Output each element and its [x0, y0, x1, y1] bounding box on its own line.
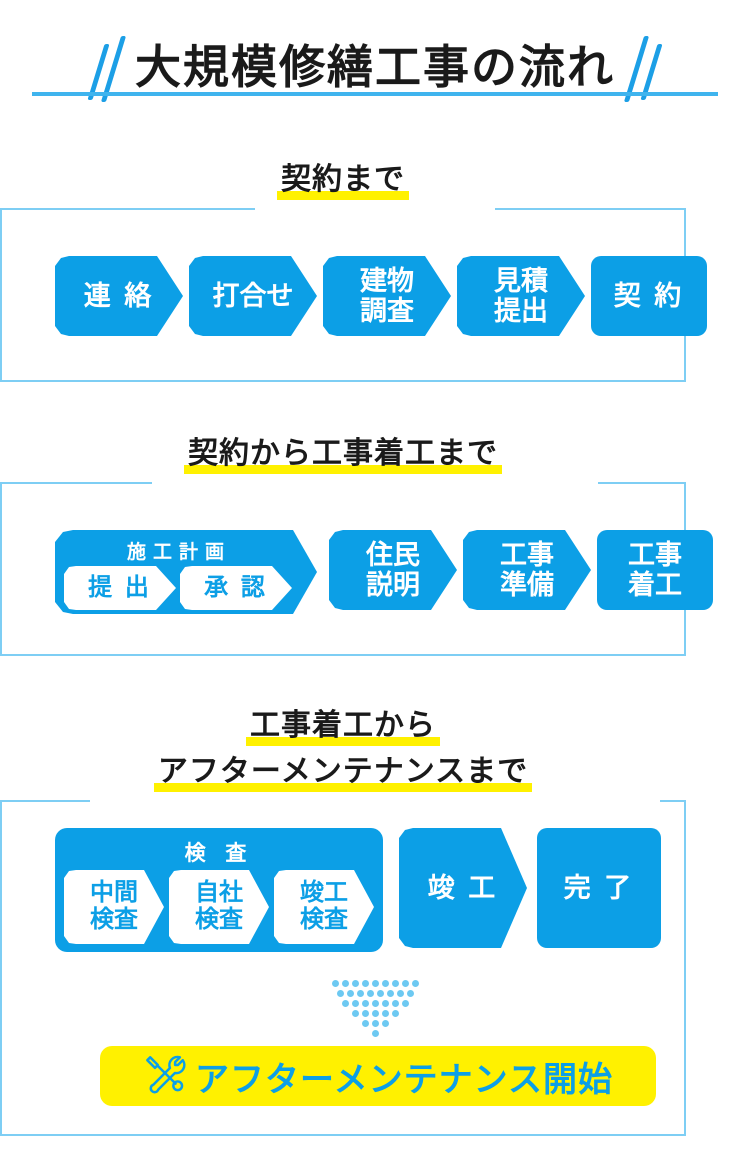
step-chip-kouji-junbi[interactable]: 工事 準備: [463, 530, 591, 610]
section-2-heading: 契約から工事着工まで: [0, 434, 686, 474]
step-chip-kanryou[interactable]: 完 了: [537, 828, 661, 948]
dot-row: [285, 1008, 465, 1018]
step-chip-keiyaku[interactable]: 契 約: [591, 256, 707, 336]
step-chip-kouji-chakkou[interactable]: 工事 着工: [597, 530, 713, 610]
wrench-screwdriver-icon: [143, 1053, 189, 1099]
section-3-heading-mask: [90, 797, 660, 803]
after-maintenance-banner[interactable]: アフターメンテナンス開始: [100, 1046, 656, 1106]
page-title-block: 大規模修繕工事の流れ: [0, 28, 750, 128]
dot-row: [285, 998, 465, 1008]
section-1-flow: 連 絡 打合せ 建物 調査 見積 提出 契 約: [55, 256, 707, 336]
group-title-kensa: 検 査: [184, 842, 254, 865]
group-kensa: 検 査 中間 検査 自社 検査 竣工 検査: [55, 828, 383, 952]
section-3-heading-line-2: アフターメンテナンスまで: [0, 752, 686, 792]
step-chip-shunkou[interactable]: 竣 工: [399, 828, 527, 948]
step-chip-juumin-setsumei[interactable]: 住民 説明: [329, 530, 457, 610]
dot-row: [285, 978, 465, 988]
section-1-heading: 契約まで: [0, 160, 686, 200]
sub-chip-shunkou-kensa[interactable]: 竣工 検査: [274, 870, 374, 944]
section-1-heading-mask: [255, 205, 495, 211]
sub-chip-shounin[interactable]: 承 認: [180, 566, 292, 610]
title-underline: [32, 92, 718, 96]
step-chip-uchiawase[interactable]: 打合せ: [189, 256, 317, 336]
dot-row: [285, 988, 465, 998]
section-2-heading-mask: [152, 479, 598, 485]
step-chip-mitsumori-teishutsu[interactable]: 見積 提出: [457, 256, 585, 336]
section-2-flow: 施工計画 提 出 承 認 住民 説明 工事 準備 工事 着工: [55, 530, 713, 614]
after-maintenance-banner-label: アフターメンテナンス開始: [195, 1060, 613, 1099]
dot-row: [285, 1028, 465, 1038]
page-title: 大規模修繕工事の流れ: [135, 41, 615, 93]
step-chip-tatemono-chosa[interactable]: 建物 調査: [323, 256, 451, 336]
section-3-flow: 検 査 中間 検査 自社 検査 竣工 検査 竣 工 完 了: [55, 828, 661, 952]
section-3-heading-line-1: 工事着工から: [0, 706, 686, 746]
dotted-down-arrow-icon: [285, 978, 465, 1038]
group-sekou-keikaku: 施工計画 提 出 承 認: [55, 530, 317, 614]
sub-chip-jisha-kensa[interactable]: 自社 検査: [169, 870, 269, 944]
sub-chip-chukan-kensa[interactable]: 中間 検査: [64, 870, 164, 944]
group-title-sekou-keikaku: 施工計画: [126, 542, 231, 563]
dot-row: [285, 1018, 465, 1028]
sub-chip-teishutsu[interactable]: 提 出: [64, 566, 176, 610]
step-chip-renraku[interactable]: 連 絡: [55, 256, 183, 336]
